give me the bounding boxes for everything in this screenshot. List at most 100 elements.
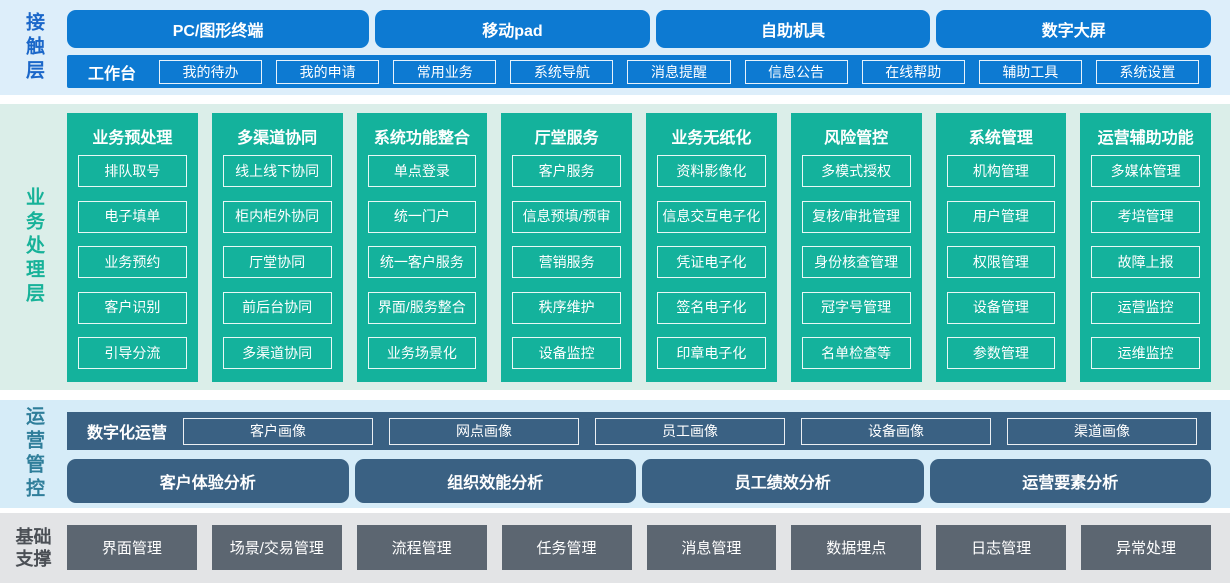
column-items: 资料影像化 信息交互电子化 凭证电子化 签名电子化 印章电子化 [657, 150, 766, 369]
business-layer-label: 业务处理层 [23, 187, 44, 307]
workbench-item-system-nav: 系统导航 [510, 59, 614, 84]
column-item: 多模式授权 [801, 155, 911, 187]
business-column-risk-control: 风险管控 多模式授权 复核/审批管理 身份核查管理 冠字号管理 名单检查等 [790, 113, 922, 382]
column-item: 客户识别 [78, 291, 187, 324]
foundation-data-tracking: 数据埋点 [791, 525, 922, 570]
foundation-task-mgmt: 任务管理 [501, 525, 632, 570]
column-item: 复核/审批管理 [801, 200, 911, 233]
terminal-mobile-pad: 移动pad [375, 10, 650, 48]
business-layer-content: 业务预处理 排队取号 电子填单 业务预约 客户识别 引导分流 多渠道协同 线上线… [67, 104, 1211, 390]
foundation-ui-mgmt: 界面管理 [67, 525, 197, 570]
operations-gutter: 运营管控 [0, 400, 67, 508]
column-item: 电子填单 [78, 200, 187, 233]
column-title: 业务无纸化 [671, 130, 752, 147]
column-items: 多模式授权 复核/审批管理 身份核查管理 冠字号管理 名单检查等 [801, 150, 911, 369]
column-item: 机构管理 [946, 155, 1056, 187]
band-divider [0, 95, 1230, 104]
column-item: 信息预填/预审 [512, 200, 621, 233]
terminal-row: PC/图形终端 移动pad 自助机具 数字大屏 [67, 10, 1212, 48]
analysis-employee-performance: 员工绩效分析 [642, 459, 924, 503]
column-item: 凭证电子化 [657, 246, 766, 278]
analysis-org-efficiency: 组织效能分析 [354, 459, 636, 503]
column-item: 多渠道协同 [222, 337, 332, 369]
column-items: 客户服务 信息预填/预审 营销服务 秩序维护 设备监控 [512, 150, 621, 369]
column-item: 排队取号 [78, 155, 187, 187]
column-item: 设备监控 [512, 337, 621, 369]
column-item: 印章电子化 [657, 337, 766, 369]
operations-content: 数字化运营 客户画像 网点画像 员工画像 设备画像 渠道画像 客户体验分析 组织… [67, 400, 1211, 508]
column-item: 营销服务 [512, 246, 621, 278]
foundation-log-mgmt: 日志管理 [936, 525, 1067, 570]
profile-branch: 网点画像 [389, 417, 579, 445]
profile-employee: 员工画像 [595, 417, 785, 445]
contact-layer-label: 接触层 [23, 11, 44, 84]
column-item: 引导分流 [78, 337, 187, 369]
profile-customer: 客户画像 [183, 417, 373, 445]
terminal-self-service: 自助机具 [655, 10, 931, 48]
operations-label: 运营管控 [23, 406, 44, 502]
column-item: 前后台协同 [222, 291, 332, 324]
workbench-item-system-settings: 系统设置 [1095, 59, 1199, 84]
business-column-integration: 系统功能整合 单点登录 统一门户 统一客户服务 界面/服务整合 业务场景化 [356, 113, 488, 382]
foundation-band: 基础支撑 界面管理 场景/交易管理 流程管理 任务管理 消息管理 数据埋点 日志… [0, 513, 1230, 583]
business-column-ops-aux: 运营辅助功能 多媒体管理 考培管理 故障上报 运营监控 运维监控 [1080, 113, 1211, 382]
column-item: 用户管理 [946, 200, 1056, 233]
foundation-content: 界面管理 场景/交易管理 流程管理 任务管理 消息管理 数据埋点 日志管理 异常… [67, 513, 1211, 583]
column-title: 风险管控 [824, 130, 889, 147]
band-divider [0, 390, 1230, 400]
business-column-preprocess: 业务预处理 排队取号 电子填单 业务预约 客户识别 引导分流 [67, 113, 198, 382]
foundation-label: 基础支撑 [15, 526, 52, 570]
column-items: 机构管理 用户管理 权限管理 设备管理 参数管理 [946, 150, 1056, 369]
business-layer-band: 业务处理层 业务预处理 排队取号 电子填单 业务预约 客户识别 引导分流 多渠道… [0, 104, 1230, 390]
column-item: 资料影像化 [657, 155, 766, 187]
column-item: 秩序维护 [512, 291, 621, 324]
terminal-digital-screen: 数字大屏 [936, 10, 1212, 48]
workbench-item-aux-tools: 辅助工具 [978, 59, 1082, 84]
column-item: 考培管理 [1091, 200, 1200, 233]
column-title: 系统管理 [968, 130, 1033, 147]
column-title: 运营辅助功能 [1097, 130, 1194, 147]
workbench-item-common-business: 常用业务 [393, 59, 497, 84]
digital-operations-bar: 数字化运营 客户画像 网点画像 员工画像 设备画像 渠道画像 [67, 412, 1211, 450]
column-item: 冠字号管理 [801, 291, 911, 324]
business-column-lobby-service: 厅堂服务 客户服务 信息预填/预审 营销服务 秩序维护 设备监控 [501, 113, 632, 382]
foundation-exception-handling: 异常处理 [1081, 525, 1211, 570]
column-item: 界面/服务整合 [367, 291, 477, 324]
workbench-item-online-help: 在线帮助 [861, 59, 965, 84]
foundation-message-mgmt: 消息管理 [646, 525, 777, 570]
contact-layer-gutter: 接触层 [0, 0, 67, 95]
column-item: 名单检查等 [801, 337, 911, 369]
business-column-multichannel: 多渠道协同 线上线下协同 柜内柜外协同 厅堂协同 前后台协同 多渠道协同 [211, 113, 343, 382]
column-title: 多渠道协同 [237, 130, 318, 147]
workbench-item-message-alerts: 消息提醒 [627, 59, 731, 84]
band-divider [0, 508, 1230, 513]
operations-band: 运营管控 数字化运营 客户画像 网点画像 员工画像 设备画像 渠道画像 客户体验… [0, 400, 1230, 508]
business-column-paperless: 业务无纸化 资料影像化 信息交互电子化 凭证电子化 签名电子化 印章电子化 [646, 113, 777, 382]
column-item: 厅堂协同 [222, 246, 332, 278]
column-title: 业务预处理 [92, 130, 173, 147]
workbench-item-todo: 我的待办 [159, 59, 263, 84]
column-item: 线上线下协同 [222, 155, 332, 187]
column-item: 故障上报 [1091, 246, 1200, 278]
workbench-label: 工作台 [87, 65, 136, 83]
digital-operations-label: 数字化运营 [87, 425, 168, 442]
column-items: 多媒体管理 考培管理 故障上报 运营监控 运维监控 [1091, 150, 1200, 369]
analysis-customer-experience: 客户体验分析 [67, 459, 349, 503]
terminal-pc: PC/图形终端 [67, 10, 370, 48]
workbench-item-announcements: 信息公告 [744, 59, 848, 84]
column-item: 单点登录 [367, 155, 477, 187]
column-item: 统一客户服务 [367, 246, 477, 278]
column-items: 排队取号 电子填单 业务预约 客户识别 引导分流 [78, 150, 187, 369]
contact-layer-band: 接触层 PC/图形终端 移动pad 自助机具 数字大屏 工作台 我的待办 我的申… [0, 0, 1230, 95]
column-item: 业务预约 [78, 246, 187, 278]
column-item: 统一门户 [367, 200, 477, 233]
foundation-gutter: 基础支撑 [0, 513, 67, 583]
column-item: 设备管理 [946, 291, 1056, 324]
column-item: 权限管理 [946, 246, 1056, 278]
column-item: 客户服务 [512, 155, 621, 187]
column-items: 线上线下协同 柜内柜外协同 厅堂协同 前后台协同 多渠道协同 [222, 150, 332, 369]
profile-channel: 渠道画像 [1007, 417, 1197, 445]
workbench-bar: 工作台 我的待办 我的申请 常用业务 系统导航 消息提醒 信息公告 在线帮助 辅… [67, 55, 1211, 88]
column-item: 信息交互电子化 [657, 200, 766, 233]
